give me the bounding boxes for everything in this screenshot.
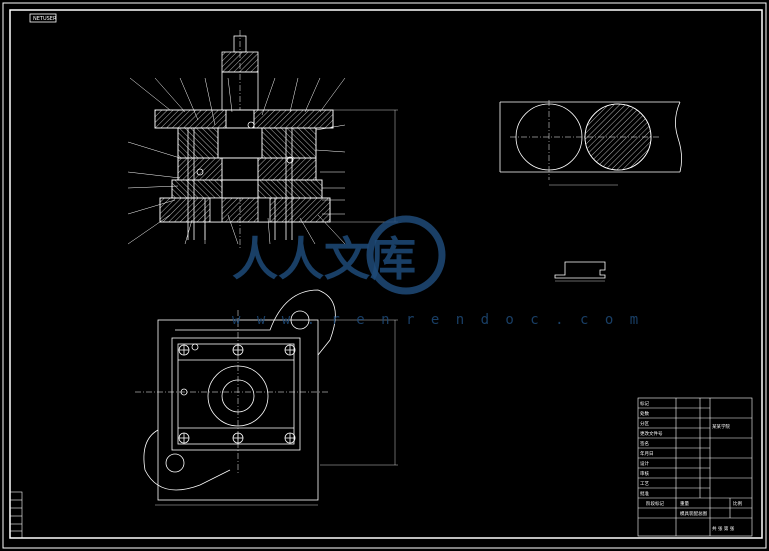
tb-label-4: 签名 (640, 440, 649, 447)
inner-border (9, 9, 763, 539)
tb-label-2: 分区 (640, 420, 649, 427)
tb-label-7: 审核 (640, 470, 649, 477)
sheet-label: 共 张 第 张 (712, 525, 735, 532)
title-block-text: 模具装配总图 某某学院 共 张 第 张 标记 处数 分区 更改文件号 签名 年月… (640, 400, 742, 532)
watermark-logo-ring (366, 215, 446, 295)
tb-label-6: 设计 (640, 460, 649, 467)
tb-label-5: 年月日 (640, 450, 654, 457)
part-leaders (127, 77, 346, 245)
tb-label-0: 标记 (640, 400, 649, 407)
tb-label-9: 批准 (640, 490, 649, 497)
corner-tag-text: NETUSER (33, 16, 57, 22)
section-view (154, 30, 398, 250)
title-block-grid (638, 407, 752, 489)
revision-strip (9, 491, 23, 539)
school-name: 某某学院 (712, 423, 730, 430)
title-block (637, 397, 753, 537)
watermark-url: w w w . r e n r e n d o c . c o m (232, 312, 642, 328)
scale-label-2: 比例 (733, 500, 742, 507)
blank-detail-view (499, 100, 682, 186)
plan-view (135, 289, 398, 506)
watermark-text: 人人文库 (232, 232, 416, 286)
scale-label-0: 阶段标记 (646, 500, 664, 507)
corner-tag: NETUSER (29, 13, 57, 23)
drawing-name: 模具装配总图 (680, 510, 707, 517)
tb-label-3: 更改文件号 (640, 430, 663, 437)
small-part-profile (554, 261, 606, 282)
scale-label-1: 重量 (680, 500, 689, 507)
tb-label-1: 处数 (640, 410, 649, 417)
watermark: 人人文库 w w w . r e n r e n d o c . c o m (232, 215, 642, 328)
tb-label-8: 工艺 (640, 481, 649, 487)
